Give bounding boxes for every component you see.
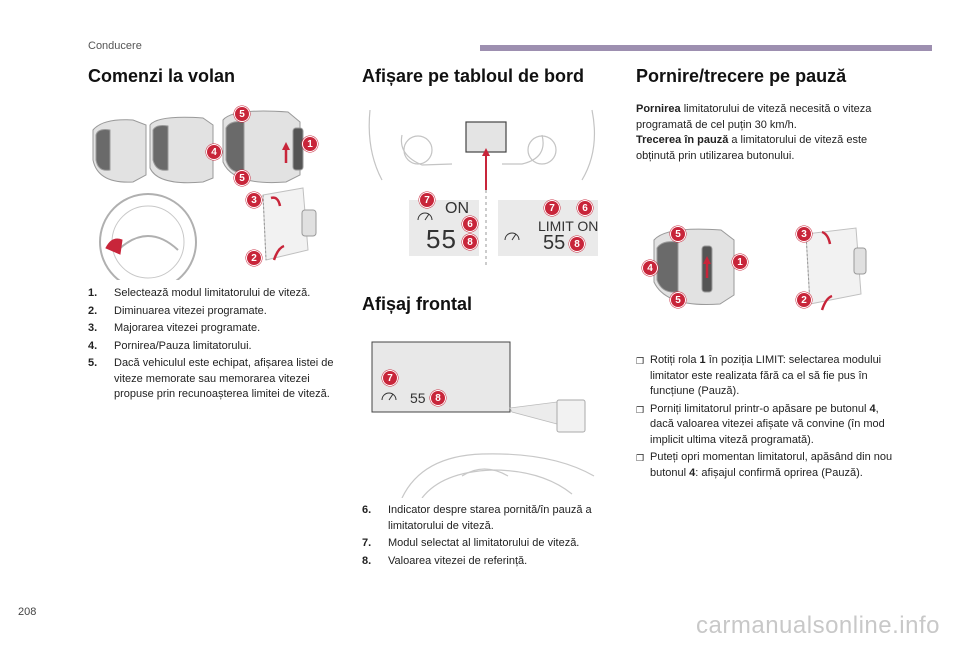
list-item: 8.Valoarea vitezei de referință. [362, 554, 528, 567]
list-item: 7.Modul selectat al limitatorului de vit… [362, 537, 580, 549]
start-pause-badge-3: 3 [796, 226, 812, 242]
hud-badge-8: 8 [430, 390, 446, 406]
page-number: 208 [18, 606, 37, 618]
dashboard-left-badge-6: 6 [462, 216, 478, 232]
list-item: ❒Rotiți rola 1 în poziția LIMIT: selecta… [636, 354, 882, 397]
dashboard-right-badge-7: 7 [544, 200, 560, 216]
dashboard-right-speed: 55 [543, 232, 566, 254]
display-items-list: 6.Indicator despre starea pornită/în pau… [362, 503, 610, 571]
list-item: 3.Majorarea vitezei programate. [88, 322, 261, 334]
steering-controls-illustration: 5 4 1 5 3 2 [88, 100, 328, 291]
start-pause-instructions: ❒Rotiți rola 1 în poziția LIMIT: selecta… [636, 353, 902, 483]
steering-controls-list: 1.Selectează modul limitatorului de vite… [88, 286, 340, 405]
start-pause-badge-2: 2 [796, 292, 812, 308]
list-item: 5.Dacă vehiculul este echipat, afișarea … [88, 357, 334, 400]
callout-badge-2: 2 [246, 250, 262, 266]
callout-badge-1: 1 [302, 136, 318, 152]
callout-badge-4: 4 [206, 144, 222, 160]
start-pause-badge-1: 1 [732, 254, 748, 270]
section-title-dashboard-display: Afișare pe tabloul de bord [362, 66, 585, 86]
start-pause-badge-4: 4 [642, 260, 658, 276]
section-title-steering-controls: Comenzi la volan [88, 66, 236, 86]
list-item: ❒Porniți limitatorul printr-o apăsare pe… [636, 402, 885, 446]
header-section-label: Conducere [88, 40, 142, 52]
callout-badge-5: 5 [234, 106, 250, 122]
start-pause-badge-5: 5 [670, 226, 686, 242]
dashboard-display-illustration: ON 55 LIMIT ON 55 7 6 8 7 6 8 [362, 100, 604, 265]
hud-speed: 55 [410, 390, 426, 406]
start-pause-intro: Pornirea limitatorului de viteză necesit… [636, 103, 872, 162]
hud-badge-7: 7 [382, 370, 398, 386]
list-item: 2.Diminuarea vitezei programate. [88, 304, 267, 317]
section-title-start-pause: Pornire/trecere pe pauză [636, 66, 847, 86]
list-item: 4.Pornirea/Pauza limitatorului. [88, 339, 252, 352]
section-title-head-up-display: Afișaj frontal [362, 294, 473, 314]
dashboard-left-badge-7: 7 [419, 192, 435, 208]
callout-badge-5-lower: 5 [234, 170, 250, 186]
dashboard-left-speed: 55 [426, 224, 457, 254]
start-pause-badge-5-lower: 5 [670, 292, 686, 308]
dashboard-right-badge-8: 8 [569, 236, 585, 252]
watermark: carmanualsonline.info [696, 612, 940, 639]
start-pause-illustration: 5 4 1 5 3 2 [636, 220, 868, 320]
dashboard-left-badge-8: 8 [462, 234, 478, 250]
dashboard-left-status: ON [445, 200, 469, 217]
dashboard-right-status: LIMIT ON [538, 218, 599, 234]
list-item: 6.Indicator despre starea pornită/în pau… [362, 504, 592, 532]
header-accent-bar [480, 45, 932, 51]
callout-badge-3: 3 [246, 192, 262, 208]
dashboard-right-badge-6: 6 [577, 200, 593, 216]
list-item: ❒Puteți opri momentan limitatorul, apăsâ… [636, 451, 893, 479]
head-up-display-illustration: 55 7 8 [362, 336, 604, 499]
list-item: 1.Selectează modul limitatorului de vite… [88, 287, 311, 299]
